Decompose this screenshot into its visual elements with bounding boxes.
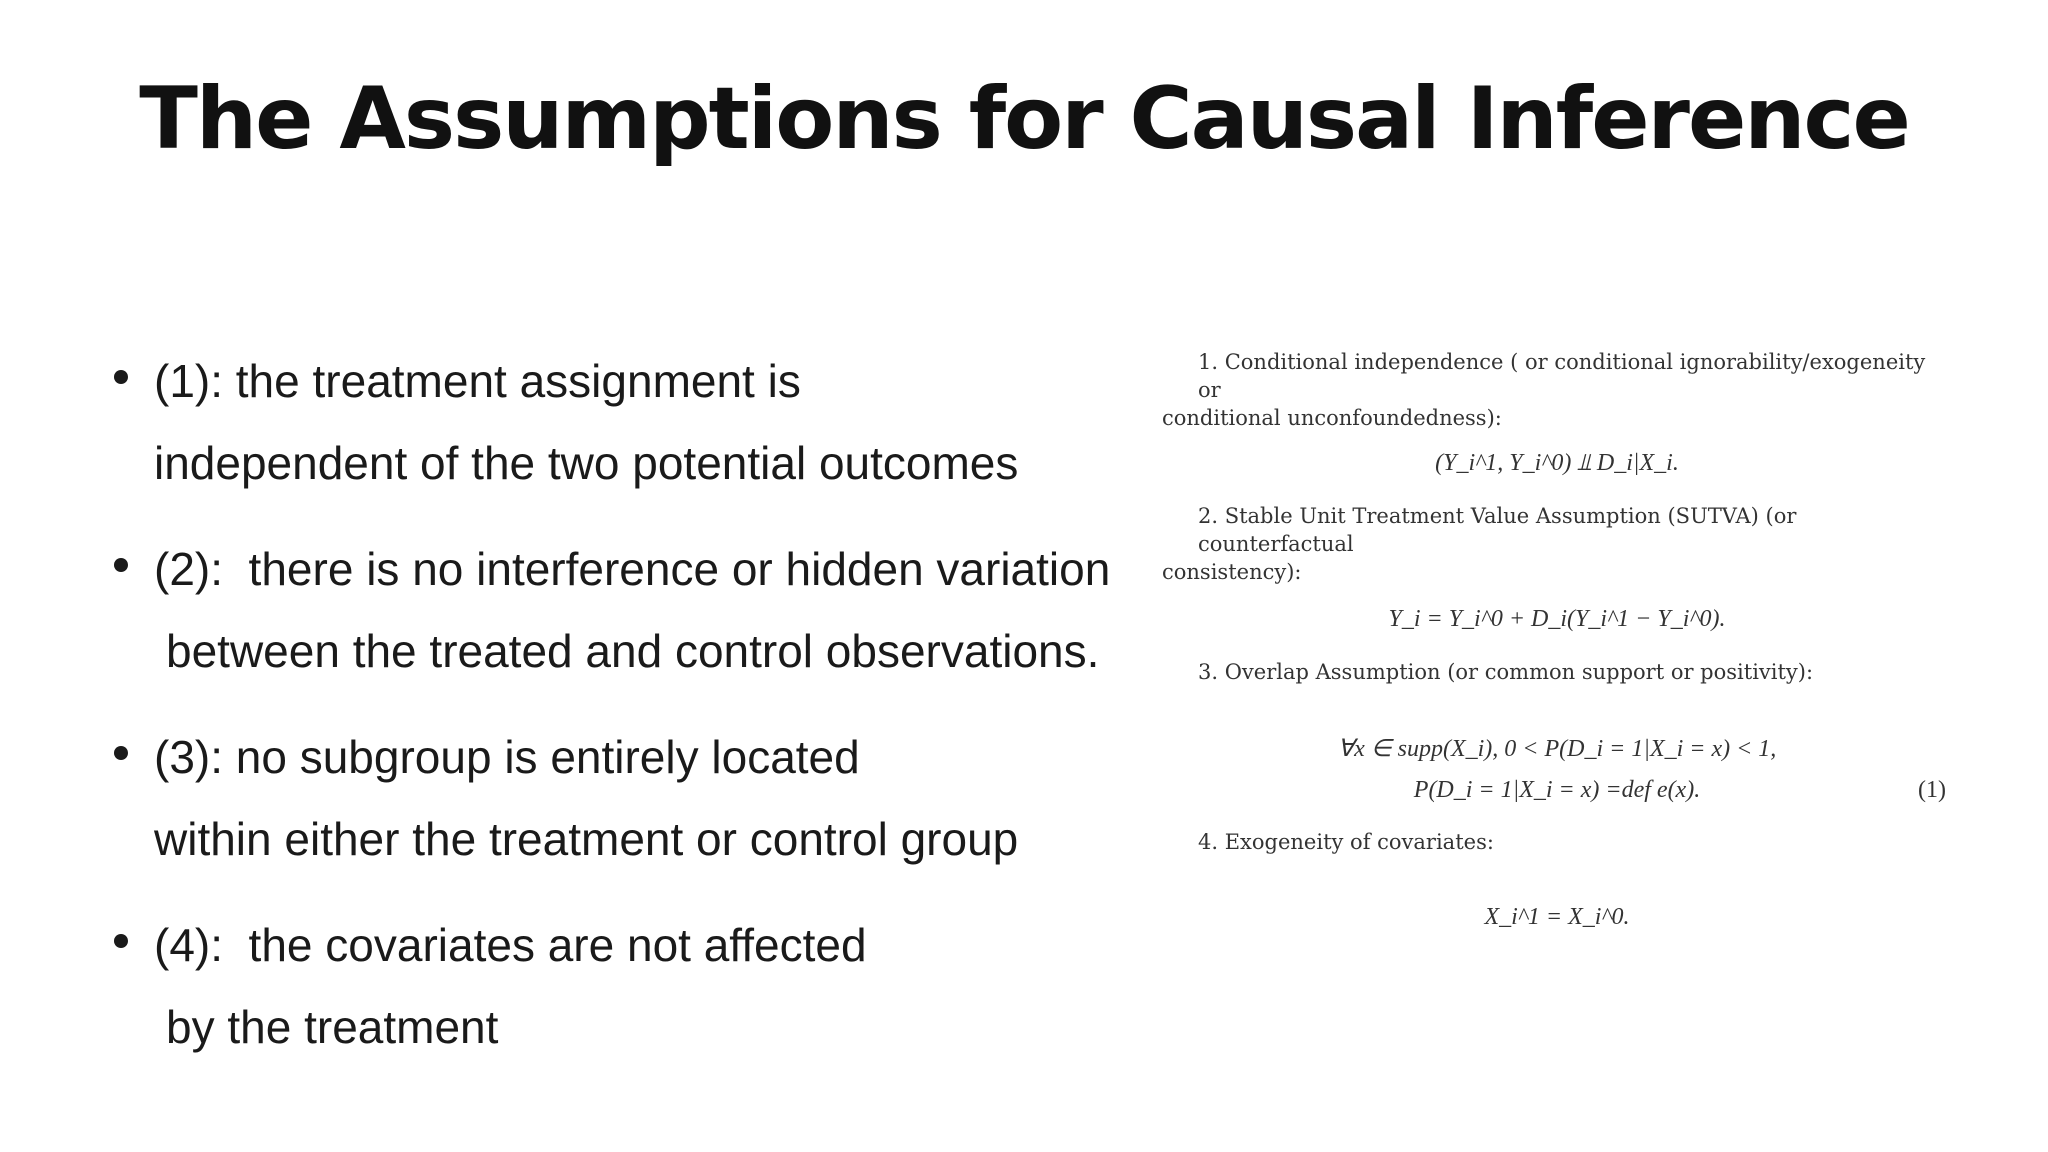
bullet-2-line-2: between the treated and control observat…	[166, 625, 1100, 677]
equation-conditional-independence: (Y_i^1, Y_i^0) ⫫ D_i|X_i.	[1435, 450, 1679, 476]
bullet-item-1: (1): the treatment assignment is indepen…	[114, 340, 1154, 504]
bullet-dot-icon	[114, 934, 128, 948]
bullet-1-line-1: (1): the treatment assignment is	[154, 355, 801, 407]
assumption-4-heading: 4. Exogeneity of covariates:	[1198, 830, 1494, 854]
bullet-3-line-1: (3): no subgroup is entirely located	[154, 731, 860, 783]
equation-exogeneity: X_i^1 = X_i^0.	[1484, 904, 1630, 930]
bullet-2-line-1: (2): there is no interference or hidden …	[154, 543, 1111, 595]
bullet-item-2: (2): there is no interference or hidden …	[114, 528, 1154, 692]
bullet-3-line-2: within either the treatment or control g…	[154, 813, 1019, 865]
bullet-dot-icon	[114, 558, 128, 572]
assumption-3-heading: 3. Overlap Assumption (or common support…	[1198, 660, 1814, 684]
equation-overlap-2: P(D_i = 1|X_i = x) =def e(x).	[1413, 777, 1701, 803]
bullet-4-line-2: by the treatment	[166, 1001, 499, 1053]
equation-overlap-1: ∀x ∈ supp(X_i), 0 < P(D_i = 1|X_i = x) <…	[1337, 736, 1777, 762]
bullet-item-4: (4): the covariates are not affected by …	[114, 904, 1154, 1068]
equation-sutva: Y_i = Y_i^0 + D_i(Y_i^1 − Y_i^0).	[1388, 606, 1726, 632]
page-title: The Assumptions for Causal Inference	[139, 69, 1911, 169]
formal-assumptions-excerpt: 1. Conditional independence ( or conditi…	[1162, 340, 1952, 1152]
bullet-1-line-2: independent of the two potential outcome…	[154, 437, 1019, 489]
equation-number: (1)	[1918, 777, 1946, 803]
assumption-1-heading: 1. Conditional independence ( or conditi…	[1162, 350, 1926, 430]
assumption-bullet-list: (1): the treatment assignment is indepen…	[114, 340, 1154, 1092]
bullet-4-line-1: (4): the covariates are not affected	[154, 919, 867, 971]
bullet-item-3: (3): no subgroup is entirely located wit…	[114, 716, 1154, 880]
bullet-dot-icon	[114, 370, 128, 384]
bullet-dot-icon	[114, 746, 128, 760]
assumption-2-heading: 2. Stable Unit Treatment Value Assumptio…	[1162, 504, 1797, 584]
